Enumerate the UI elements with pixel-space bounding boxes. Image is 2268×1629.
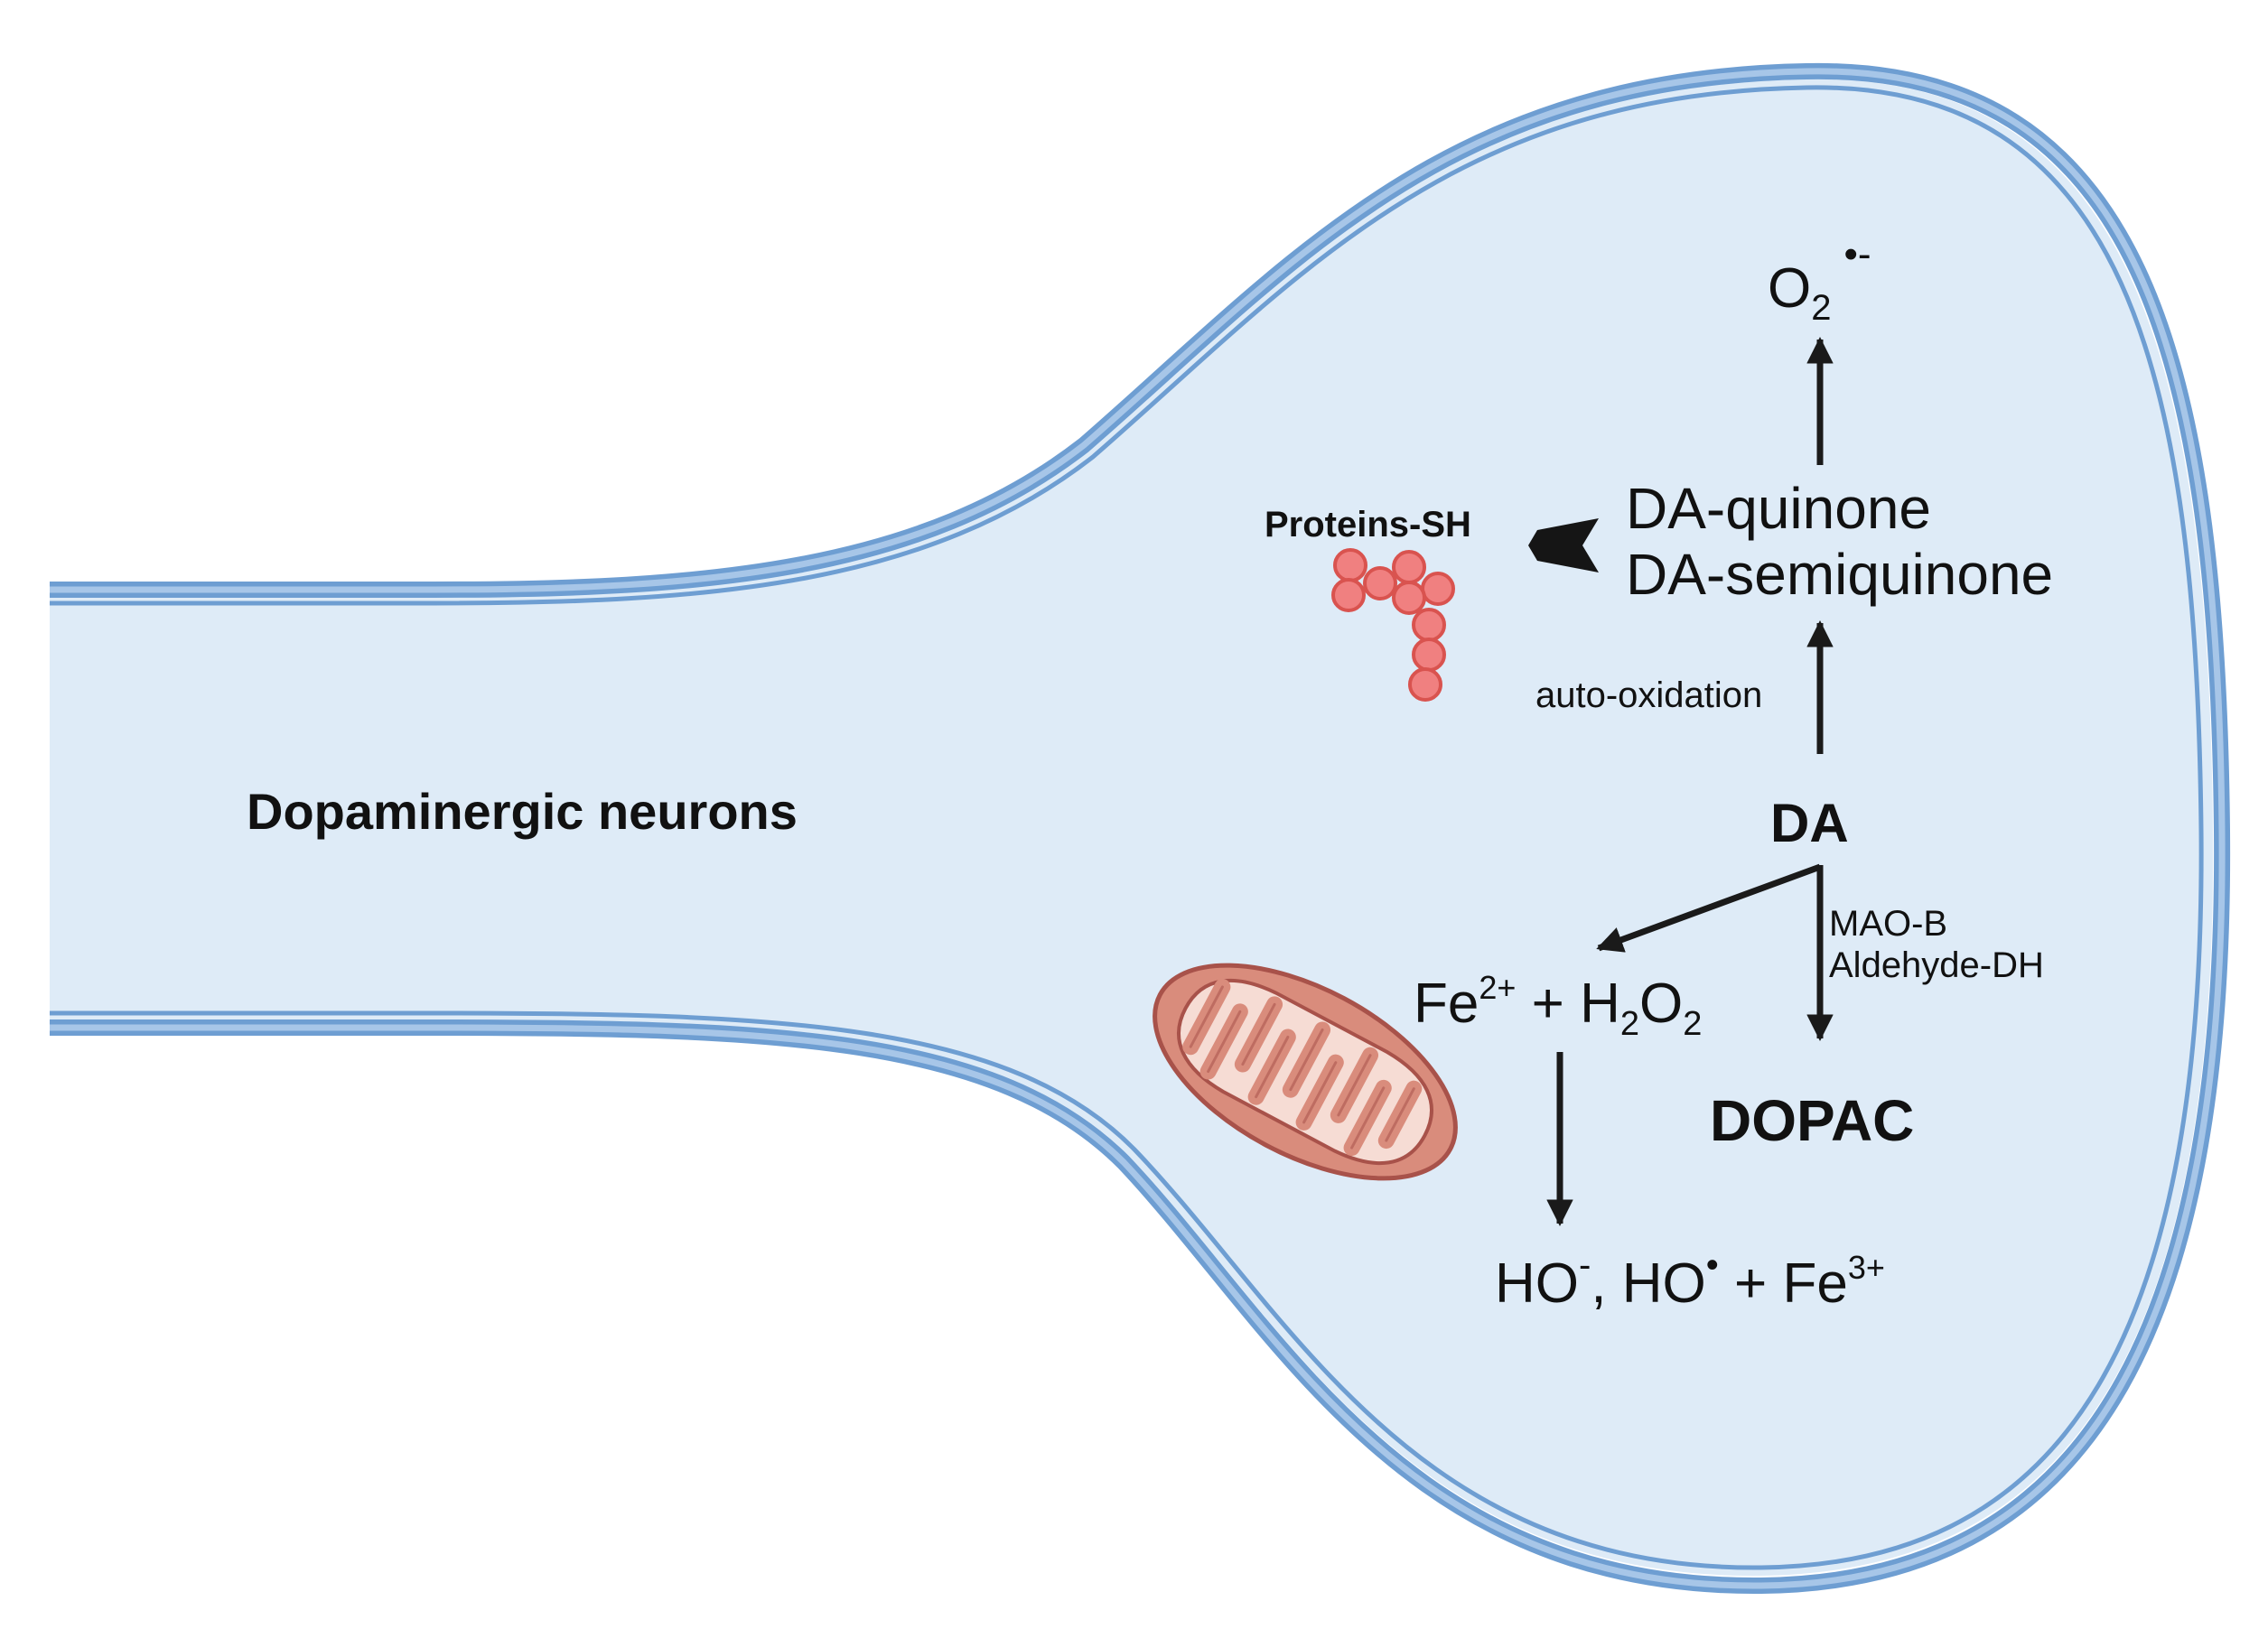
neuron-label: Dopaminergic neurons [247, 783, 798, 840]
fenton-reactants-label: Fe2+ + H2O2 [1414, 969, 1702, 1043]
protein-chain-icon [1331, 548, 1455, 702]
maob-label: MAO-B [1829, 904, 1947, 944]
da-quinone-label: DA-quinone [1626, 476, 1931, 541]
superoxide-label: O2•- [1768, 232, 1871, 328]
proteins-label: Proteins-SH [1265, 505, 1471, 545]
neuron-cytoplasm [50, 79, 2214, 1577]
membrane-upper-inner [50, 68, 2226, 1589]
autooxidation-label: auto-oxidation [1535, 675, 1762, 715]
aldehyde-dh-label: Aldehyde-DH [1829, 945, 2044, 985]
da-semiquinone-label: DA-semiquinone [1626, 542, 2053, 607]
block-arrow-icon [1528, 518, 1599, 572]
arrow-to-fenton [1596, 863, 1822, 953]
da-label: DA [1770, 793, 1849, 853]
neuron-cell [50, 62, 2231, 1595]
dopac-label: DOPAC [1710, 1088, 1914, 1153]
mitochondrion-icon [1153, 963, 1458, 1181]
membrane-inner-line [50, 85, 2204, 1570]
fenton-products-label: HO-, HO• + Fe3+ [1495, 1245, 1885, 1315]
